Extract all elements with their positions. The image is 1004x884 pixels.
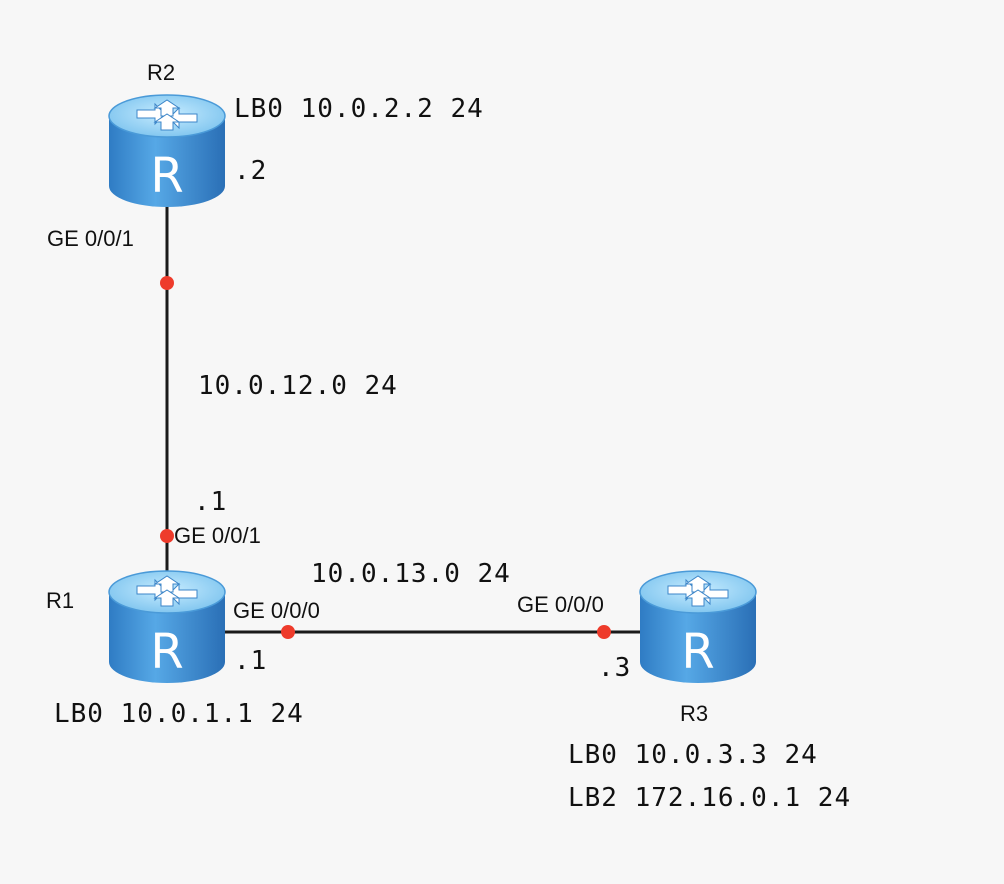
subnet-r1-r3: 10.0.13.0 24 bbox=[311, 559, 511, 589]
router-r3-name: R3 bbox=[680, 701, 709, 726]
router-r1-host-id-top: .1 bbox=[194, 487, 228, 517]
router-r3-loopback2: LB2 172.16.0.1 24 bbox=[568, 783, 852, 813]
router-r1[interactable]: R bbox=[108, 570, 226, 684]
router-r1-loopback: LB0 10.0.1.1 24 bbox=[54, 699, 304, 729]
router-r1-name: R1 bbox=[46, 588, 75, 613]
router-r1-port-label-top: GE 0/0/1 bbox=[174, 523, 261, 548]
router-r3[interactable]: R bbox=[639, 570, 757, 684]
router-r3-host-id: .3 bbox=[598, 653, 632, 683]
router-r3-loopback: LB0 10.0.3.3 24 bbox=[568, 740, 818, 770]
router-r3-letter: R bbox=[681, 624, 714, 680]
router-r2-host-id: .2 bbox=[234, 156, 268, 186]
subnet-r1-r2: 10.0.12.0 24 bbox=[198, 371, 398, 401]
router-r2[interactable]: R bbox=[108, 94, 226, 208]
router-r1-letter: R bbox=[150, 624, 183, 680]
port-dot-r1-ge000 bbox=[281, 625, 295, 639]
port-dot-r2-ge001 bbox=[160, 276, 174, 290]
router-r2-letter: R bbox=[150, 148, 183, 204]
port-dot-r1-ge001 bbox=[160, 529, 174, 543]
port-dot-r3-ge000 bbox=[597, 625, 611, 639]
router-r3-port-label: GE 0/0/0 bbox=[517, 592, 604, 617]
router-r1-host-id: .1 bbox=[234, 646, 268, 676]
router-r2-name: R2 bbox=[147, 60, 176, 85]
router-r1-port-label-right: GE 0/0/0 bbox=[233, 598, 320, 623]
router-r2-port-label: GE 0/0/1 bbox=[47, 226, 134, 251]
router-r2-loopback: LB0 10.0.2.2 24 bbox=[234, 94, 484, 124]
